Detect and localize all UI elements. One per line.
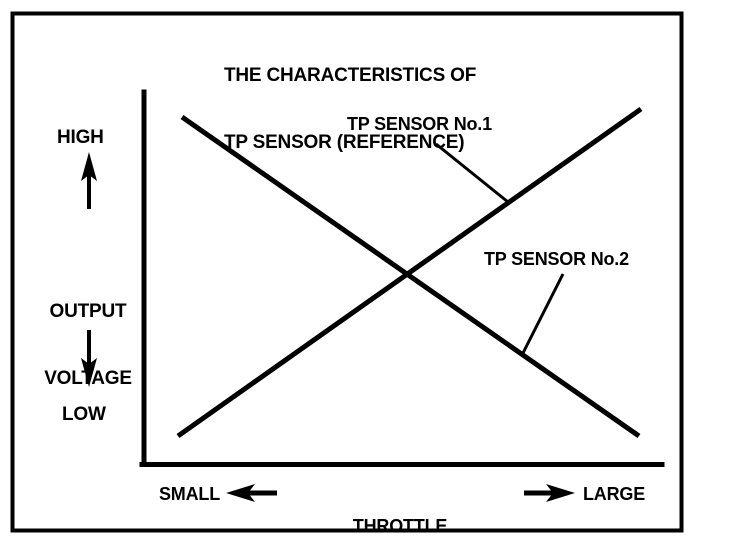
arrow-left-icon: [226, 484, 277, 502]
chart-title-line-1: THE CHARACTERISTICS OF: [224, 64, 477, 86]
leader-line-tp-sensor-no1: [435, 142, 509, 204]
x-axis-title-line-1: THROTTLE: [352, 516, 448, 537]
arrow-right-icon: [524, 484, 575, 502]
series-line-tp-sensor-no1: [176, 106, 643, 439]
leader-line-tp-sensor-no2: [521, 273, 565, 354]
arrow-up-icon: [81, 152, 97, 209]
chart-title-line-2: TP SENSOR (REFERENCE): [224, 132, 465, 154]
y-axis-title: OUTPUT VOLTAGE: [29, 256, 147, 435]
series-label-tp-sensor-no2: TP SENSOR No.2: [484, 249, 629, 269]
y-axis-high-label: HIGH: [57, 127, 104, 148]
x-axis-title: THROTTLE OPENING ANGLE: [290, 474, 510, 548]
series-line-tp-sensor-no2: [180, 114, 641, 439]
x-axis-large-label: LARGE: [583, 484, 646, 504]
y-axis-low-label: LOW: [62, 404, 106, 425]
chart-title: THE CHARACTERISTICS OF TP SENSOR (REFERE…: [224, 20, 476, 199]
arrow-down-icon: [81, 330, 97, 387]
figure-border: [10, 11, 684, 533]
y-axis-title-line-2: VOLTAGE: [44, 368, 132, 390]
x-axis-small-label: SMALL: [159, 484, 220, 504]
series-label-tp-sensor-no1: TP SENSOR No.1: [347, 114, 492, 134]
y-axis-title-line-1: OUTPUT: [49, 300, 127, 322]
